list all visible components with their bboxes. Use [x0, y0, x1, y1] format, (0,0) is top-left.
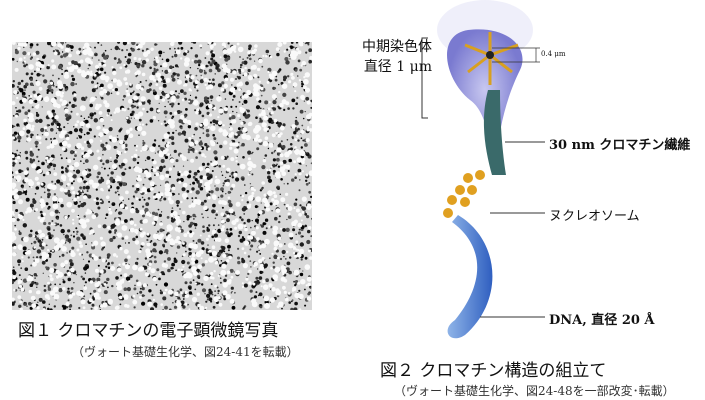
dna-label: DNA, 直径 20 Å [549, 313, 655, 328]
figure1-caption: 図１ クロマチンの電子顕微鏡写真 [18, 321, 279, 341]
figure2-source: （ヴォート基礎生化学、図24-48を一部改変･転載） [394, 384, 675, 398]
metaphase-label-line1: 中期染色体 [362, 39, 432, 55]
chromatin-electron-micrograph [12, 42, 312, 310]
figure1-source: （ヴォート基礎生化学、図24-41を転載） [72, 345, 299, 359]
loop-size-label: 0.4 μm [541, 50, 566, 58]
nucleosome-label: ヌクレオソーム [549, 209, 640, 224]
fiber-label: 30 nm クロマチン繊維 [549, 138, 691, 153]
figure2-caption: 図２ クロマチン構造の組立て [380, 361, 607, 381]
chromatin-assembly-diagram [421, 0, 545, 339]
metaphase-chromosome-label: 中期染色体 直径 1 μm [362, 37, 432, 77]
metaphase-label-line2: 直径 1 μm [363, 59, 432, 75]
